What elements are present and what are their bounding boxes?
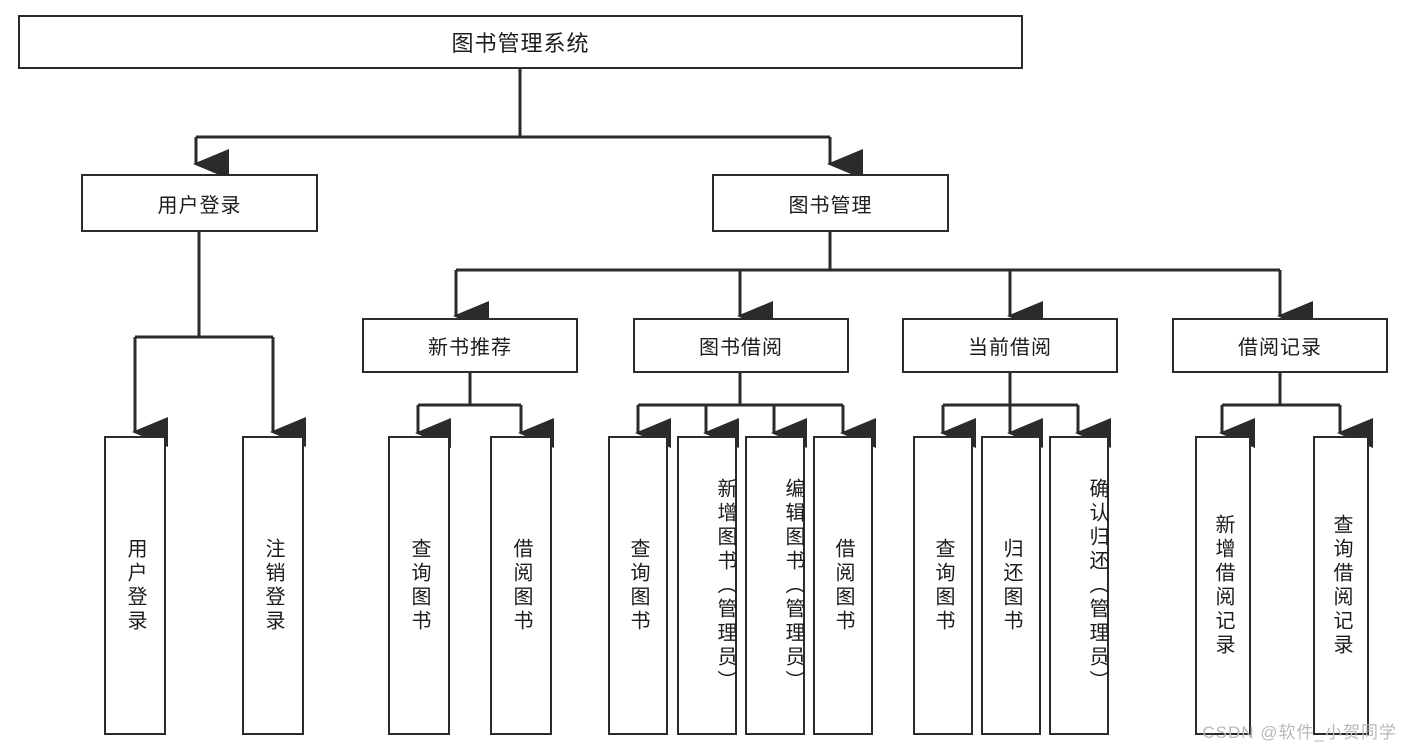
node-borrow-record-label: 借阅记录 [1238,337,1322,359]
node-book-manage[interactable]: 图书管理 [712,174,949,232]
leaf-borrow-query-book-label: 查询图书 [627,537,649,634]
leaf-query-borrow-record[interactable]: 查询借阅记录 [1313,436,1369,735]
leaf-add-book-admin-label: 新增图书（管理员） [714,477,736,694]
node-root[interactable]: 图书管理系统 [18,15,1023,69]
node-current-borrow[interactable]: 当前借阅 [902,318,1118,373]
node-new-book-recommend-label: 新书推荐 [428,337,512,359]
leaf-new-book-borrow-label: 借阅图书 [510,537,532,634]
leaf-return-book-label: 归还图书 [1000,537,1022,634]
leaf-confirm-return-admin[interactable]: 确认归还（管理员） [1049,436,1109,735]
leaf-logout-label: 注销登录 [262,537,284,634]
leaf-edit-book-admin-label: 编辑图书（管理员） [782,477,804,694]
leaf-user-login-label: 用户登录 [124,537,146,634]
node-borrow-record[interactable]: 借阅记录 [1172,318,1388,373]
leaf-borrow-book-label: 借阅图书 [832,537,854,634]
leaf-borrow-book[interactable]: 借阅图书 [813,436,873,735]
node-book-manage-label: 图书管理 [788,194,873,217]
leaf-new-book-query[interactable]: 查询图书 [388,436,450,735]
leaf-add-borrow-record-label: 新增借阅记录 [1212,513,1234,658]
leaf-confirm-return-admin-label: 确认归还（管理员） [1086,477,1108,694]
node-root-label: 图书管理系统 [451,31,590,56]
leaf-user-login[interactable]: 用户登录 [104,436,166,735]
leaf-add-borrow-record[interactable]: 新增借阅记录 [1195,436,1251,735]
leaf-new-book-query-label: 查询图书 [408,537,430,634]
leaf-logout[interactable]: 注销登录 [242,436,304,735]
watermark: CSDN @软件_小贺同学 [1202,723,1397,742]
leaf-query-borrow-record-label: 查询借阅记录 [1330,513,1352,658]
node-user-login[interactable]: 用户登录 [81,174,318,232]
leaf-edit-book-admin[interactable]: 编辑图书（管理员） [745,436,805,735]
leaf-current-query-book-label: 查询图书 [932,537,954,634]
leaf-return-book[interactable]: 归还图书 [981,436,1041,735]
node-book-borrow-label: 图书借阅 [699,337,783,359]
leaf-current-query-book[interactable]: 查询图书 [913,436,973,735]
node-new-book-recommend[interactable]: 新书推荐 [362,318,578,373]
node-user-login-label: 用户登录 [157,194,242,217]
node-book-borrow[interactable]: 图书借阅 [633,318,849,373]
leaf-borrow-query-book[interactable]: 查询图书 [608,436,668,735]
leaf-new-book-borrow[interactable]: 借阅图书 [490,436,552,735]
node-current-borrow-label: 当前借阅 [968,337,1052,359]
leaf-add-book-admin[interactable]: 新增图书（管理员） [677,436,737,735]
